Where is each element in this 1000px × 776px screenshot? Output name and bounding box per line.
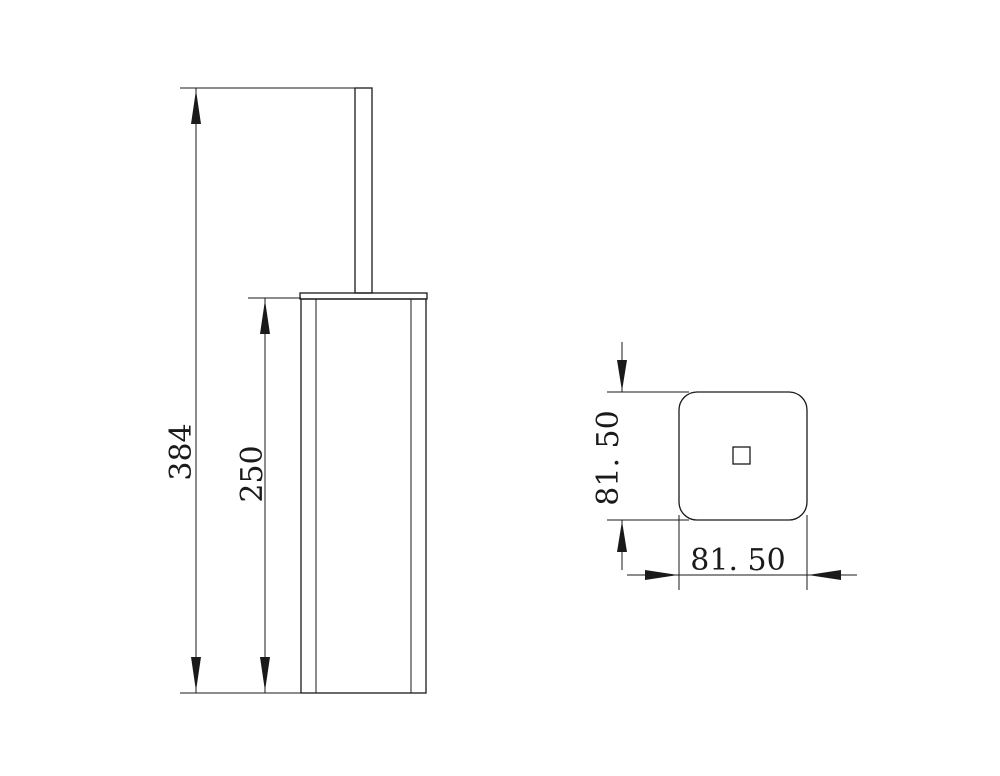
arrow-up-icon	[617, 521, 627, 552]
top-view	[678, 391, 808, 521]
arrow-up-icon	[191, 90, 201, 124]
top-depth-label: 81. 50	[591, 410, 626, 505]
dimension-body-height: 250	[235, 297, 301, 693]
brush-handle	[354, 87, 373, 294]
center-square-icon	[732, 446, 751, 465]
top-width-label: 81. 50	[690, 543, 785, 578]
dimension-top-width: 81. 50	[627, 515, 857, 590]
dimension-total-height: 384	[164, 87, 372, 694]
body-height-label: 250	[235, 445, 270, 502]
arrow-down-icon	[191, 657, 201, 691]
arrow-down-icon	[260, 657, 270, 691]
holder-lid	[299, 292, 428, 300]
side-view	[299, 87, 428, 694]
holder-body	[300, 298, 427, 694]
arrow-down-icon	[617, 360, 627, 391]
total-height-label: 384	[164, 423, 199, 480]
arrow-left-icon	[808, 570, 841, 580]
dimension-top-depth: 81. 50	[591, 342, 689, 570]
arrow-up-icon	[260, 300, 270, 334]
holder-top-outline	[678, 391, 808, 521]
arrow-right-icon	[645, 570, 678, 580]
